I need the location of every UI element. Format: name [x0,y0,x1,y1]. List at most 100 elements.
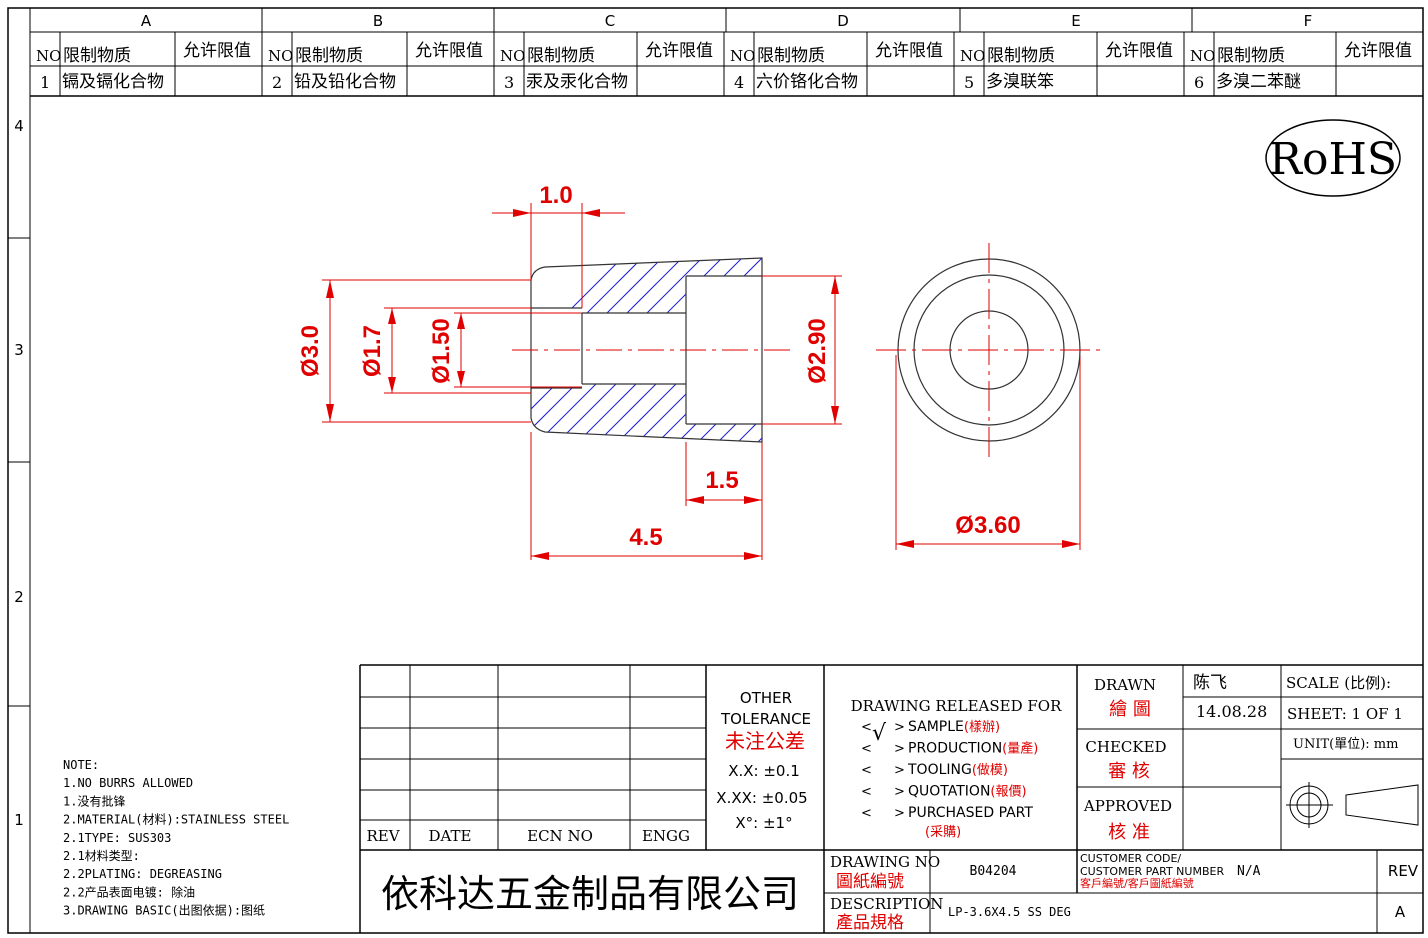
svg-text:<: < [861,720,872,735]
table-cell-substance: 镉及镉化合物 [62,72,164,92]
tolerance-angle: X°: ±1° [735,814,792,832]
zone-col-c: C [605,12,615,30]
release-option: QUOTATION(報價) [908,784,1027,800]
tolerance-x: X.X: ±0.1 [728,762,800,780]
table-header-no: NO [730,47,755,65]
table-cell-no: 5 [964,73,974,92]
date-header: DATE [429,827,472,845]
rev-label: REV [1388,862,1419,880]
svg-text:<: < [861,742,872,757]
svg-text:<: < [861,763,872,778]
drawn-name: 陈飞 [1193,673,1227,693]
zone-row-3: 3 [14,341,24,359]
checked-label-cn: 審 核 [1108,761,1150,782]
tolerance-title-2: TOLERANCE [720,710,811,728]
tolerance-title-cn: 未注公差 [725,729,805,753]
table-cell-substance: 多溴二苯醚 [1216,72,1301,92]
dimension-lines [322,203,1081,560]
note-line: 2.2PLATING: DEGREASING [63,867,222,881]
svg-text:<: < [861,806,872,821]
rohs-mark: RoHS [1265,119,1401,197]
table-header-no: NO [1190,47,1215,65]
zone-col-e: E [1071,12,1080,30]
svg-text:>: > [894,763,905,778]
tolerance-xx: X.XX: ±0.05 [716,789,807,807]
approved-label: APPROVED [1083,797,1172,815]
dim-pin-dia: Ø1.50 [428,318,455,383]
sheet-label: SHEET: 1 OF 1 [1287,705,1403,723]
title-block: REV DATE ECN NO ENGG OTHER TOLERANCE 未注公… [359,664,1423,933]
description-value: LP-3.6X4.5 SS DEG [948,905,1071,919]
rohs-label: RoHS [1269,134,1397,185]
zone-col-a: A [141,12,152,30]
table-header-limit: 允许限值 [875,41,943,61]
customer-label-2: CUSTOMER PART NUMBER [1080,865,1224,878]
description-label-cn: 產品規格 [836,913,904,933]
dim-counterbore-depth: 1.5 [705,467,738,494]
table-header-no: NO [960,47,985,65]
scale-label: SCALE (比例): [1286,674,1391,692]
drawn-label: DRAWN [1094,676,1156,694]
note-line: 2.1材料类型: [63,849,140,863]
table-header-limit: 允许限值 [1105,41,1173,61]
table-header-substance: 限制物质 [987,46,1055,66]
customer-value: N/A [1237,864,1261,879]
dim-length: 4.5 [629,524,662,551]
dim-outer-dia: Ø3.0 [297,325,324,377]
table-cell-no: 3 [504,73,514,92]
table-header-no: NO [500,47,525,65]
tolerance-title-1: OTHER [740,689,792,707]
drawing-no-value: B04204 [970,864,1017,879]
table-header-limit: 允许限值 [1344,41,1412,61]
table-header-substance: 限制物质 [757,46,825,66]
note-line: 2.MATERIAL(材料):STAINLESS STEEL [63,813,289,827]
approved-label-cn: 核 准 [1108,822,1150,843]
rev-value: A [1395,903,1406,921]
note-line: 3.DRAWING BASIC(出图依据):图纸 [63,903,265,918]
table-cell-substance: 多溴联笨 [986,72,1054,92]
ecn-header: ECN NO [527,827,593,845]
release-option: SAMPLE(樣辦) [908,719,1000,735]
release-check: √ [872,721,887,746]
zone-col-d: D [837,12,849,30]
release-option: PURCHASED PART [908,805,1033,821]
release-title: DRAWING RELEASED FOR [851,697,1062,715]
table-cell-no: 2 [272,73,282,92]
engg-header: ENGG [642,827,690,845]
dim-bore-dia: Ø1.7 [359,325,386,377]
unit-label: UNIT(單位): mm [1293,737,1398,752]
zone-row-4: 4 [14,117,24,135]
table-cell-no: 6 [1194,73,1204,92]
release-option: PRODUCTION(量產) [908,741,1038,757]
svg-text:>: > [894,742,905,757]
table-cell-no: 1 [40,73,50,92]
note-line: 1.没有批锋 [63,793,125,808]
release-option: TOOLING(做模) [907,762,1008,778]
table-header-limit: 允许限值 [415,41,483,61]
release-option-cn: (采購) [925,825,961,840]
zone-row-1: 1 [14,811,24,829]
svg-text:>: > [894,806,905,821]
table-header-substance: 限制物质 [63,46,131,66]
company-name: 依科达五金制品有限公司 [381,872,799,916]
table-header-substance: 限制物质 [295,46,363,66]
note-line: 2.2产品表面电镀: 除油 [63,884,195,899]
drawing-no-label: DRAWING NO [830,853,940,871]
svg-text:>: > [894,720,905,735]
end-view [876,243,1102,462]
drawing-border [7,7,1424,934]
checked-label: CHECKED [1085,738,1166,756]
customer-label-cn: 客戶編號/客戶圖紙編號 [1080,876,1194,890]
svg-text:>: > [894,785,905,800]
table-header-no: NO [36,47,61,65]
dim-end-dia: Ø3.60 [955,512,1020,539]
dim-rear-dia: Ø2.90 [804,318,831,383]
table-cell-no: 4 [734,73,744,92]
drawn-label-cn: 繪 圖 [1109,699,1151,720]
svg-text:<: < [861,785,872,800]
dim-flange-width: 1.0 [539,182,572,209]
notes-block: NOTE:1.NO BURRS ALLOWED1.没有批锋2.MATERIAL(… [63,758,289,918]
drawn-date: 14.08.28 [1196,702,1267,721]
